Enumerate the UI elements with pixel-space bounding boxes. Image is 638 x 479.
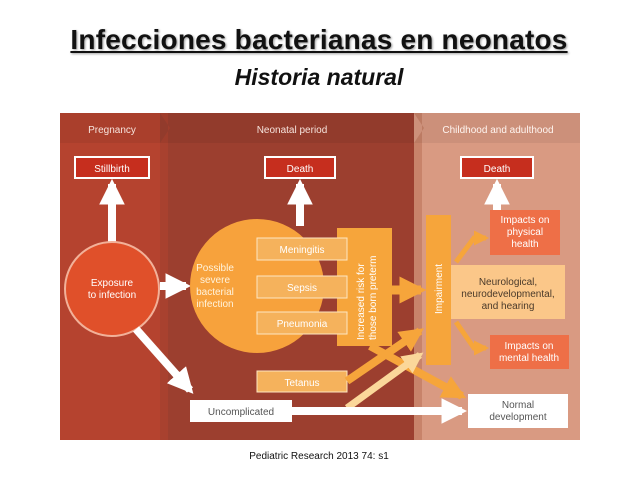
meningitis-label: Meningitis bbox=[279, 245, 324, 256]
possible-infection-line1: Possible bbox=[196, 263, 234, 274]
death-label-neonatal: Death bbox=[287, 164, 314, 175]
slide-title: Infecciones bacterianas en neonatos bbox=[70, 24, 568, 55]
arrow-tetanus-normal bbox=[344, 352, 424, 411]
exposure-label-line1: Exposure bbox=[91, 278, 134, 289]
neurological-box bbox=[451, 265, 565, 319]
exposure-circle bbox=[64, 241, 160, 337]
pneumonia-label: Pneumonia bbox=[277, 319, 328, 330]
impairment-label: Impairment bbox=[434, 264, 445, 314]
impacts-physical-line1: Impacts on bbox=[501, 215, 550, 226]
meningitis-box bbox=[256, 237, 348, 261]
increased-risk-line2: those born preterm bbox=[368, 256, 379, 341]
period-label-pregnancy: Pregnancy bbox=[88, 125, 136, 136]
sepsis-box bbox=[256, 275, 348, 299]
neurological-line2: neurodevelopmental, bbox=[461, 289, 554, 300]
uncomplicated-box bbox=[190, 400, 292, 422]
normal-development-line2: development bbox=[489, 412, 546, 423]
increased-risk-line1: Increased risk for bbox=[356, 263, 367, 340]
exposure-label-line2: to infection bbox=[88, 290, 136, 301]
normal-development-box bbox=[468, 394, 568, 428]
possible-infection-line3: bacterial bbox=[196, 287, 234, 298]
possible-infection-line2: severe bbox=[200, 275, 230, 286]
period-label-neonatal: Neonatal period bbox=[257, 125, 328, 136]
impacts-mental-line2: mental health bbox=[499, 353, 559, 364]
impacts-physical-line2: physical bbox=[507, 227, 543, 238]
slide-subtitle: Historia natural bbox=[234, 64, 404, 90]
neurological-line3: and hearing bbox=[482, 301, 535, 312]
stillbirth-box bbox=[74, 156, 150, 179]
citation: Pediatric Research 2013 74: s1 bbox=[249, 451, 389, 462]
impacts-physical-line3: health bbox=[511, 239, 538, 250]
sepsis-label: Sepsis bbox=[287, 283, 317, 294]
tetanus-box bbox=[256, 370, 348, 393]
tetanus-label: Tetanus bbox=[284, 378, 319, 389]
impacts-mental-box bbox=[490, 335, 569, 369]
uncomplicated-label: Uncomplicated bbox=[208, 407, 274, 418]
arrow-impairment-physical bbox=[454, 230, 489, 264]
stillbirth-label: Stillbirth bbox=[94, 164, 130, 175]
arrow-impairment-mental bbox=[453, 320, 489, 356]
pneumonia-box bbox=[256, 311, 348, 335]
neurological-line1: Neurological, bbox=[479, 277, 537, 288]
period-label-childhood: Childhood and adulthood bbox=[442, 125, 553, 136]
impacts-mental-line1: Impacts on bbox=[505, 341, 554, 352]
death-box-childhood bbox=[460, 156, 534, 179]
arrow-exposure-uncomplicated bbox=[133, 326, 194, 394]
impairment-box bbox=[426, 215, 451, 365]
death-label-childhood: Death bbox=[484, 164, 511, 175]
normal-development-line1: Normal bbox=[502, 400, 534, 411]
impacts-physical-box bbox=[490, 210, 560, 255]
death-box-neonatal bbox=[264, 156, 336, 179]
possible-infection-line4: infection bbox=[196, 299, 233, 310]
